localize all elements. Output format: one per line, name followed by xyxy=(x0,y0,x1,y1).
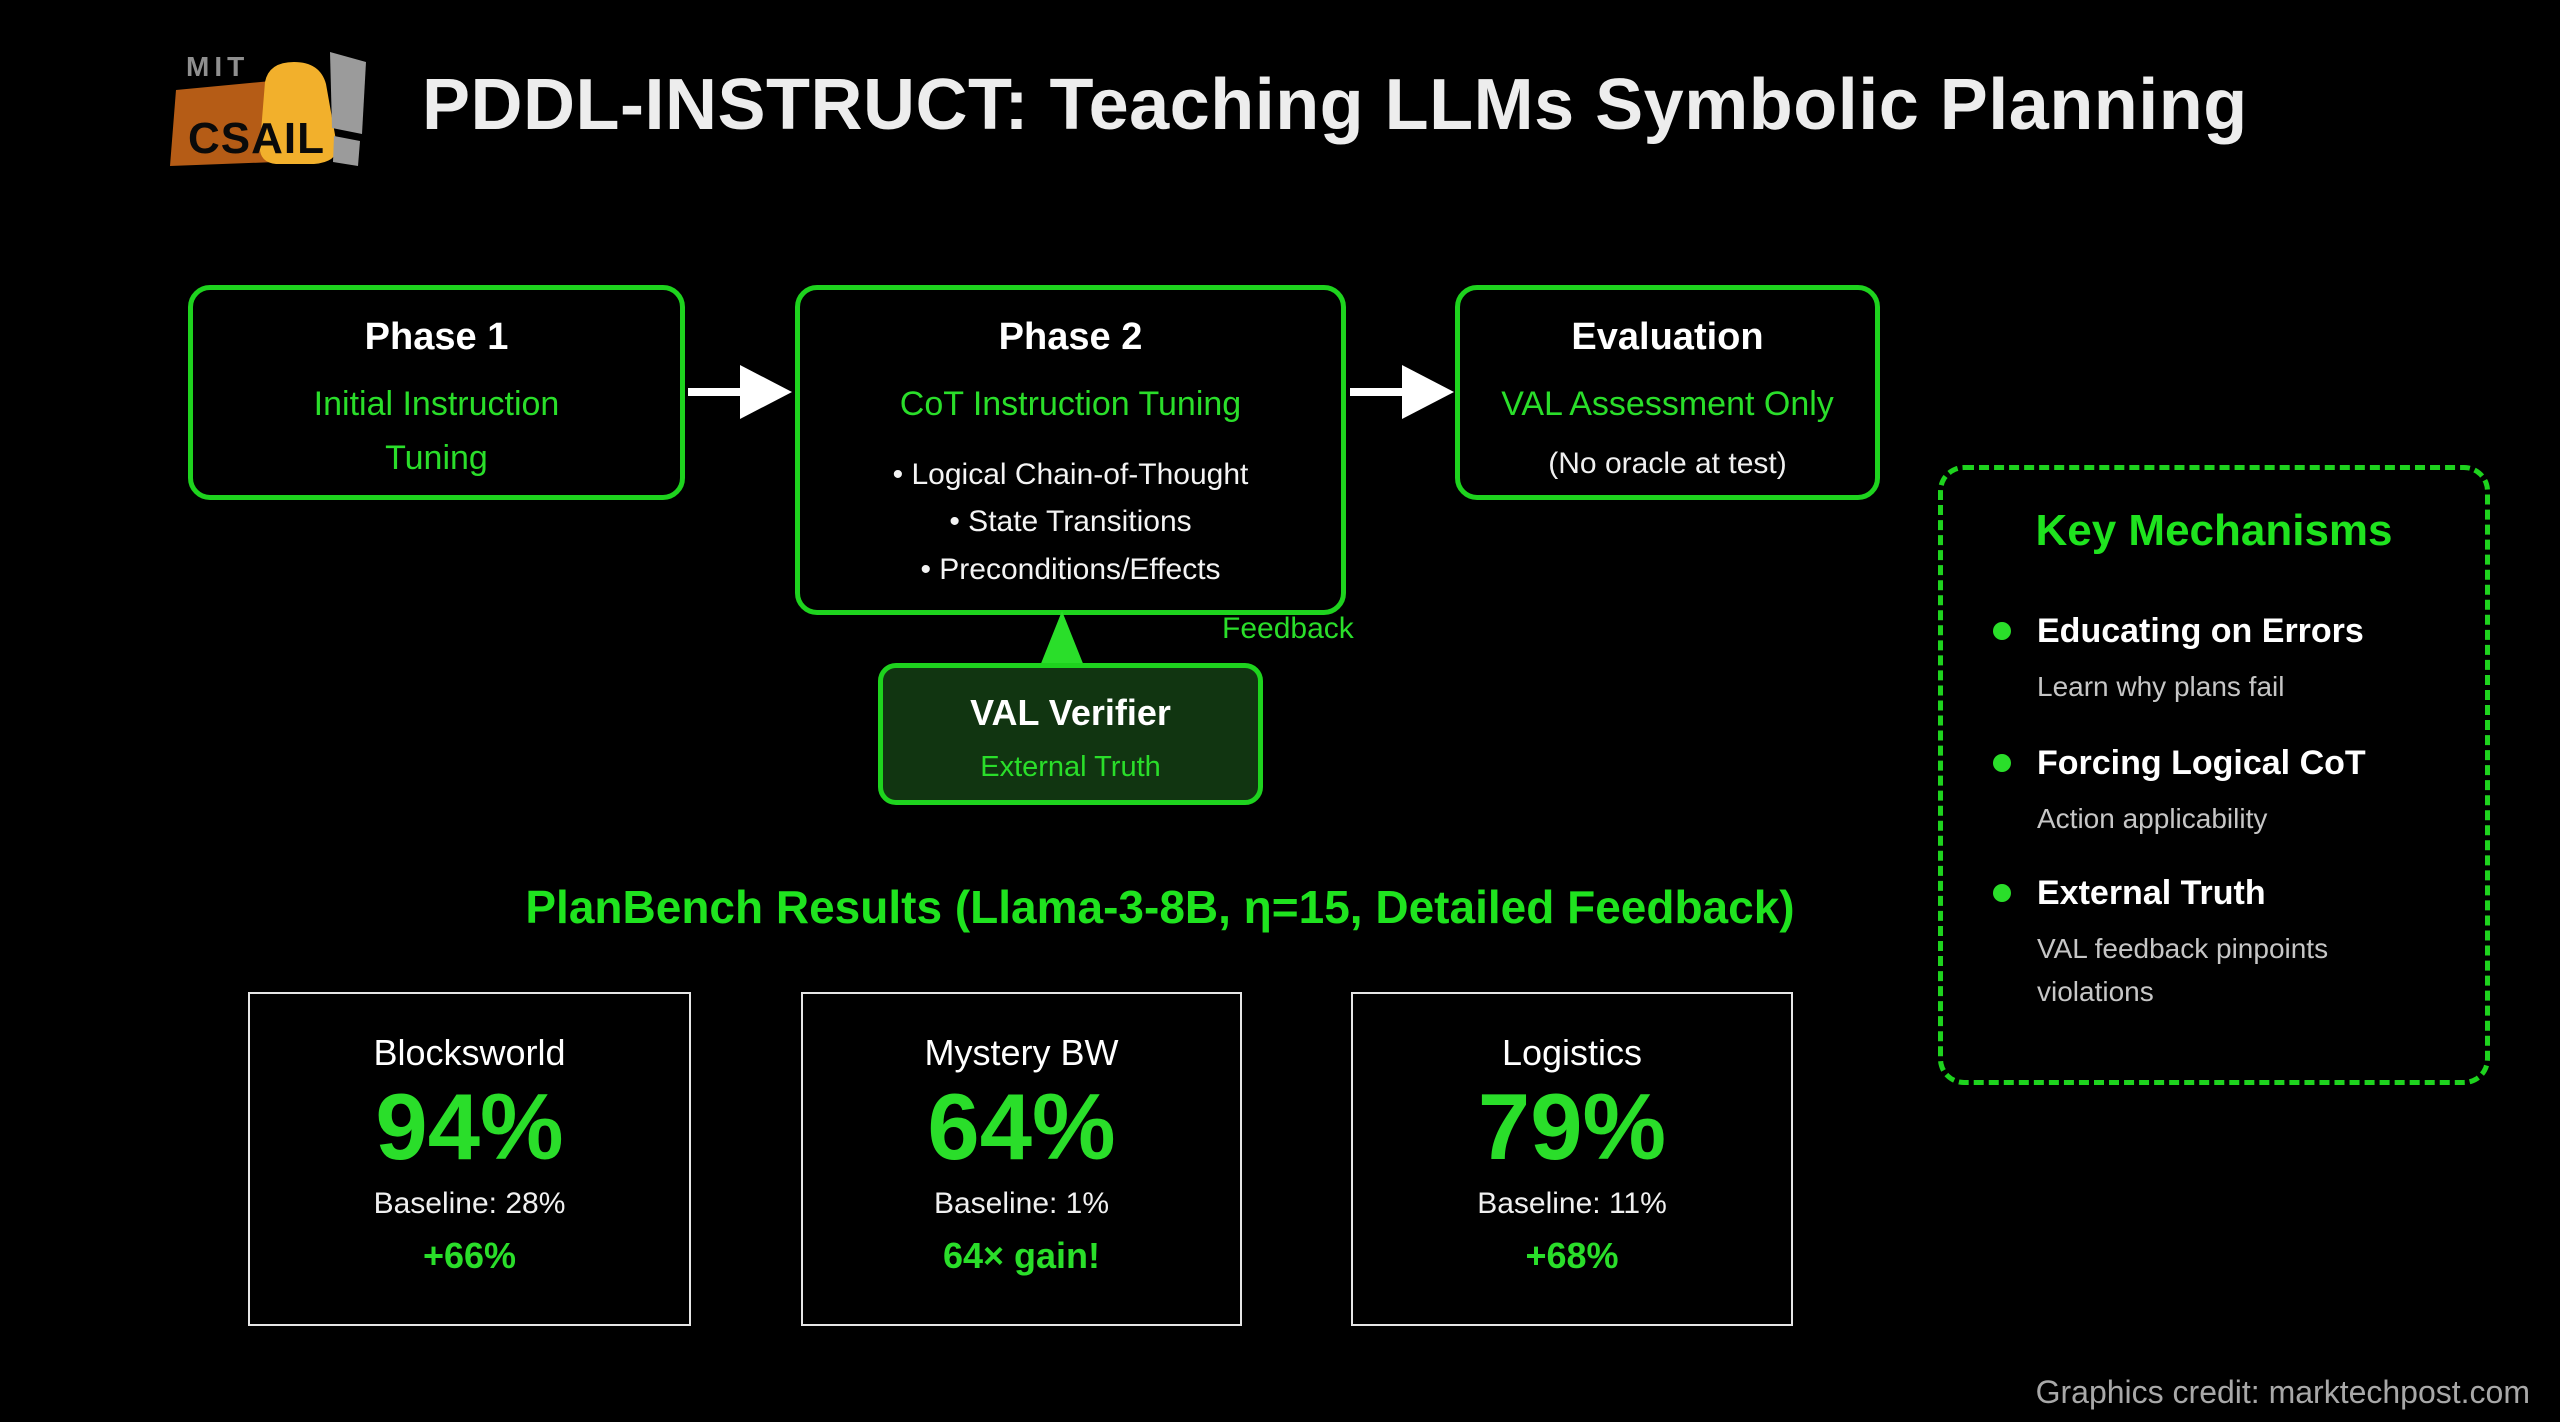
val-verifier-box: VAL Verifier External Truth xyxy=(878,663,1263,805)
mechanism-item: Forcing Logical CoT Action applicability xyxy=(1993,744,2367,840)
evaluation-box: Evaluation VAL Assessment Only (No oracl… xyxy=(1455,285,1880,500)
mechanism-name: Forcing Logical CoT xyxy=(2037,744,2366,782)
result-card-mystery-bw: Mystery BW 64% Baseline: 1% 64× gain! xyxy=(801,992,1242,1326)
bullet-dot-icon xyxy=(1993,884,2011,902)
phase2-title: Phase 2 xyxy=(998,316,1143,358)
feedback-label: Feedback xyxy=(1222,612,1354,645)
arrow-head xyxy=(1402,365,1454,419)
result-delta: 64× gain! xyxy=(942,1234,1101,1276)
mechanism-desc: Action applicability xyxy=(2037,803,2268,834)
result-score: 79% xyxy=(1477,1074,1667,1179)
mechanism-name: Educating on Errors xyxy=(2037,612,2364,650)
mit-csail-logo: MIT CSAIL xyxy=(170,51,366,166)
logo-orange-shape xyxy=(170,80,282,166)
key-mechanisms-title: Key Mechanisms xyxy=(2035,506,2393,555)
phase2-bullet: • Logical Chain-of-Thought xyxy=(892,458,1249,492)
result-delta: +68% xyxy=(1525,1234,1619,1276)
arrow-verifier-to-phase2-icon xyxy=(1040,611,1084,666)
page-title: PDDL-INSTRUCT: Teaching LLMs Symbolic Pl… xyxy=(422,65,2248,145)
arrow-phase1-to-phase2-icon xyxy=(688,365,792,419)
bullet-dot-icon xyxy=(1993,622,2011,640)
phase2-bullet-list: • Logical Chain-of-Thought • State Trans… xyxy=(800,451,1341,592)
logo-yellow-shape xyxy=(259,62,338,164)
evaluation-title: Evaluation xyxy=(1571,316,1764,358)
evaluation-note: (No oracle at test) xyxy=(1548,447,1787,481)
key-mechanisms-panel: Key Mechanisms Educating on Errors Learn… xyxy=(1938,465,2490,1085)
phase1-title: Phase 1 xyxy=(364,316,509,358)
phase2-bullet: • Preconditions/Effects xyxy=(920,552,1221,586)
result-name: Blocksworld xyxy=(373,1032,566,1073)
bullet-dot-icon xyxy=(1993,754,2011,772)
result-card-logistics: Logistics 79% Baseline: 11% +68% xyxy=(1351,992,1793,1326)
result-score: 64% xyxy=(927,1074,1116,1179)
phase1-subtitle: Initial Instruction Tuning xyxy=(313,385,560,478)
arrow-shaft xyxy=(1350,388,1408,396)
logo-mit-text: MIT xyxy=(186,51,249,82)
logo-csail-text: CSAIL xyxy=(188,114,325,163)
result-score: 94% xyxy=(375,1074,564,1179)
phase2-box: Phase 2 CoT Instruction Tuning • Logical… xyxy=(795,285,1346,615)
mechanism-name: External Truth xyxy=(2037,874,2266,912)
result-baseline: Baseline: 11% xyxy=(1477,1186,1667,1220)
result-name: Logistics xyxy=(1501,1032,1643,1073)
result-name: Mystery BW xyxy=(924,1032,1119,1073)
phase1-box: Phase 1 Initial Instruction Tuning xyxy=(188,285,685,500)
result-baseline: Baseline: 28% xyxy=(373,1186,566,1220)
mechanism-item: External Truth VAL feedback pinpoints vi… xyxy=(1993,874,2367,1014)
phase2-bullet: • State Transitions xyxy=(949,505,1192,539)
graphics-credit: Graphics credit: marktechpost.com xyxy=(2035,1374,2530,1410)
results-title: PlanBench Results (Llama-3-8B, η=15, Det… xyxy=(525,881,1795,933)
mechanism-desc: Learn why plans fail xyxy=(2037,671,2285,702)
logo-gray-dot xyxy=(333,136,360,166)
result-baseline: Baseline: 1% xyxy=(933,1186,1110,1220)
logo-gray-shape xyxy=(330,52,366,134)
evaluation-subtitle: VAL Assessment Only xyxy=(1501,385,1834,423)
verifier-subtitle: External Truth xyxy=(980,751,1161,783)
result-delta: +66% xyxy=(422,1234,517,1276)
phase2-subtitle: CoT Instruction Tuning xyxy=(899,385,1242,423)
result-card-blocksworld: Blocksworld 94% Baseline: 28% +66% xyxy=(248,992,691,1326)
arrow-phase2-to-evaluation-icon xyxy=(1350,365,1454,419)
arrow-shaft xyxy=(688,388,746,396)
mechanism-item: Educating on Errors Learn why plans fail xyxy=(1993,612,2367,708)
verifier-title: VAL Verifier xyxy=(970,692,1171,733)
arrow-head xyxy=(740,365,792,419)
mechanism-desc: VAL feedback pinpoints violations xyxy=(2037,933,2329,1008)
